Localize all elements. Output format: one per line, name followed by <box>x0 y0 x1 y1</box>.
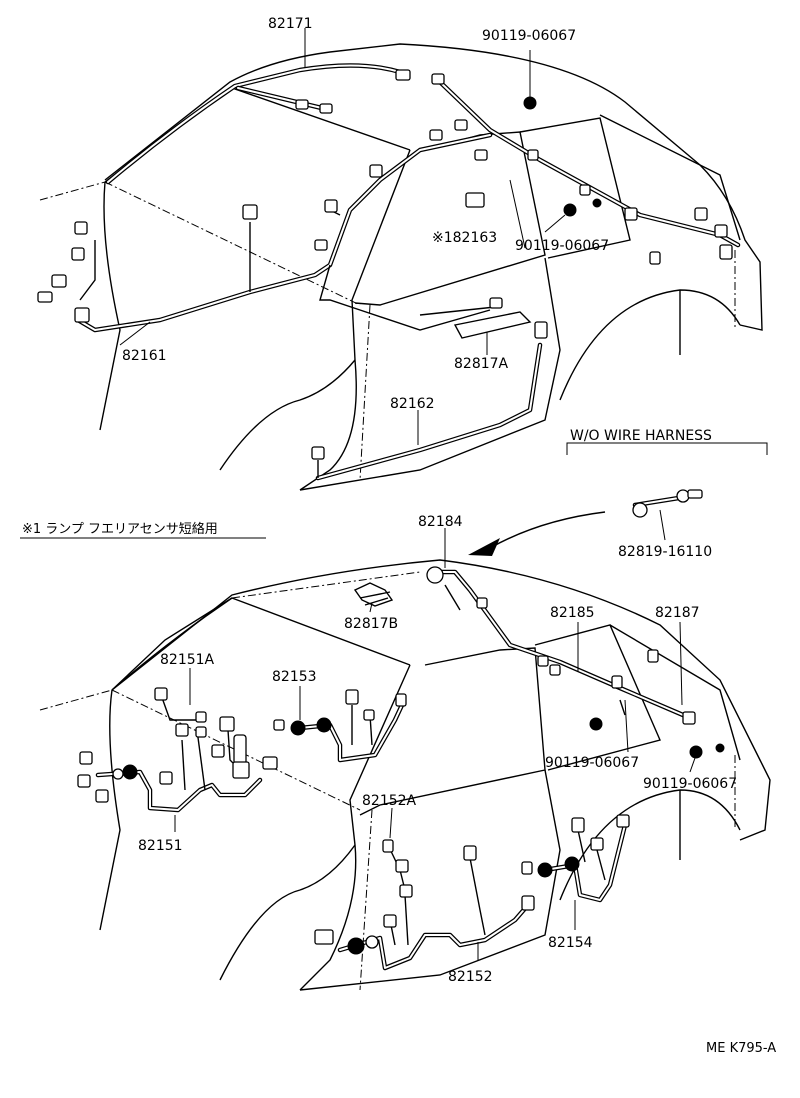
footnote: ※1 ランプ フエリアセンサ短絡用 <box>22 521 218 537</box>
label-82171: 82171 <box>268 16 313 32</box>
label-82152: 82152 <box>448 969 493 985</box>
leader-82187 <box>679 621 683 706</box>
label-82184: 82184 <box>418 514 463 530</box>
label-82154: 82154 <box>548 935 593 951</box>
label-82153: 82153 <box>272 669 317 685</box>
top-car-body <box>39 43 763 491</box>
wo-harness-inset <box>468 442 768 556</box>
leader-82161 <box>119 321 151 346</box>
label-182163: ※182163 <box>432 230 497 246</box>
leader-82817B <box>369 602 373 613</box>
label-82151: 82151 <box>138 838 183 854</box>
label-90119-mid: 90119-06067 <box>515 238 609 254</box>
label-82151A: 82151A <box>160 652 215 668</box>
label-90119-top: 90119-06067 <box>482 28 576 44</box>
label-90119-low1: 90119-06067 <box>545 755 639 771</box>
harness-82154 <box>521 814 630 903</box>
label-82161: 82161 <box>122 348 167 364</box>
harness-82162 <box>311 321 548 481</box>
leader-90119-low1 <box>624 699 629 753</box>
label-82187: 82187 <box>655 605 700 621</box>
harness-82171 <box>105 63 741 265</box>
harness-82153 <box>273 689 407 763</box>
label-82152A: 82152A <box>362 793 417 809</box>
bottom-car-body <box>39 559 771 991</box>
clip-top <box>523 50 602 233</box>
harness-82151 <box>77 687 278 813</box>
harness-82161 <box>37 129 503 333</box>
label-82819-16110: 82819-16110 <box>618 544 712 560</box>
leader-82152A <box>389 807 393 839</box>
label-90119-low2: 90119-06067 <box>643 776 737 792</box>
label-wo-harness: W/O WIRE HARNESS <box>570 428 712 444</box>
harness-82152 <box>314 839 535 971</box>
label-82162: 82162 <box>390 396 435 412</box>
label-82817A: 82817A <box>454 356 509 372</box>
diagram-code: ME K795-A <box>706 1041 776 1056</box>
label-82817B: 82817B <box>344 616 398 632</box>
label-82185: 82185 <box>550 605 595 621</box>
harness-roof-bottom <box>353 566 725 759</box>
leader-90119-mid <box>509 179 526 249</box>
leader-90119-low2 <box>689 757 696 773</box>
